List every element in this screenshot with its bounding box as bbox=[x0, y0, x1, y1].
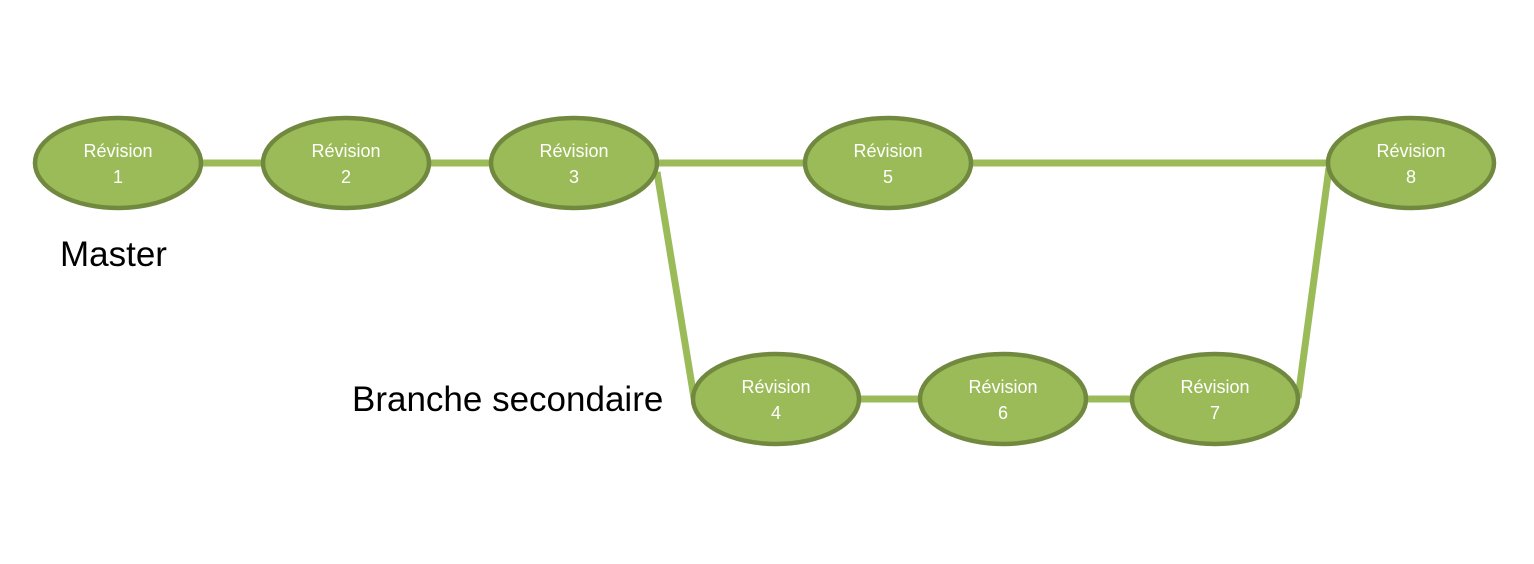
node-label-line2: 3 bbox=[569, 167, 579, 187]
revision-node-6[interactable]: Révision 6 bbox=[917, 351, 1089, 447]
revision-node-8[interactable]: Révision 8 bbox=[1325, 115, 1497, 211]
node-label-line2: 1 bbox=[113, 167, 123, 187]
node-label-line2: 8 bbox=[1406, 167, 1416, 187]
node-label-line2: 2 bbox=[341, 167, 351, 187]
revision-node-4[interactable]: Révision 4 bbox=[690, 351, 862, 447]
node-ellipse bbox=[1129, 351, 1301, 447]
master-branch-label: Master bbox=[60, 235, 167, 274]
revision-node-1[interactable]: Révision 1 bbox=[32, 115, 204, 211]
node-label-line1: Révision bbox=[1376, 141, 1445, 161]
node-ellipse bbox=[917, 351, 1089, 447]
edge-r7-r8 bbox=[1294, 167, 1333, 399]
revision-node-7[interactable]: Révision 7 bbox=[1129, 351, 1301, 447]
node-label-line1: Révision bbox=[311, 141, 380, 161]
nodes-layer: Révision 1 Révision 2 Révision 3 Révisio… bbox=[32, 115, 1497, 447]
secondary-branch-label: Branche secondaire bbox=[352, 380, 663, 419]
revision-node-2[interactable]: Révision 2 bbox=[260, 115, 432, 211]
node-label-line1: Révision bbox=[83, 141, 152, 161]
edges-layer bbox=[200, 159, 1333, 403]
edge-r3-r4 bbox=[653, 171, 698, 399]
node-ellipse bbox=[32, 115, 204, 211]
revision-node-3[interactable]: Révision 3 bbox=[488, 115, 660, 211]
node-label-line2: 5 bbox=[883, 167, 893, 187]
node-ellipse bbox=[488, 115, 660, 211]
node-ellipse bbox=[260, 115, 432, 211]
node-label-line1: Révision bbox=[1180, 377, 1249, 397]
node-ellipse bbox=[1325, 115, 1497, 211]
node-label-line1: Révision bbox=[853, 141, 922, 161]
node-label-line1: Révision bbox=[968, 377, 1037, 397]
node-label-line2: 4 bbox=[771, 403, 781, 423]
node-label-line1: Révision bbox=[741, 377, 810, 397]
node-label-line1: Révision bbox=[539, 141, 608, 161]
node-ellipse bbox=[690, 351, 862, 447]
revision-node-5[interactable]: Révision 5 bbox=[802, 115, 974, 211]
node-ellipse bbox=[802, 115, 974, 211]
node-label-line2: 7 bbox=[1210, 403, 1220, 423]
node-label-line2: 6 bbox=[998, 403, 1008, 423]
